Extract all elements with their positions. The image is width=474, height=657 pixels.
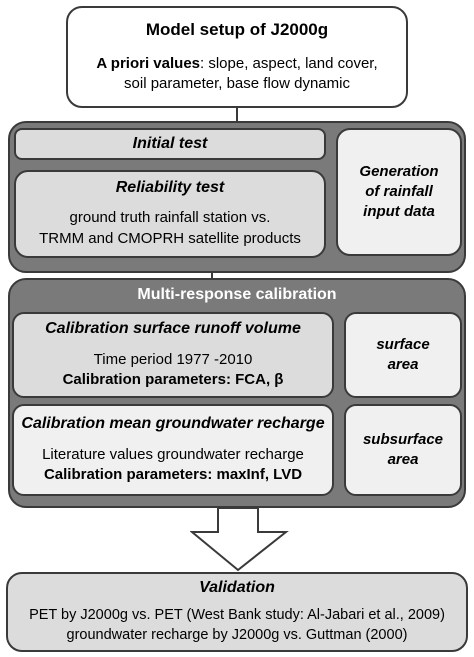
generation-line1: Generation (359, 163, 439, 180)
a-priori-label: A priori values (96, 55, 201, 72)
subsurface-area-line2: area (387, 451, 419, 468)
rainfall-generation-box: Generation of rainfall input data (336, 128, 462, 256)
recharge-calibration-box: Calibration mean groundwater recharge Li… (12, 404, 334, 496)
surface-area-line2: area (387, 356, 419, 373)
reliability-test-box: Reliability test ground truth rainfall s… (14, 170, 326, 258)
initial-test-label: Initial test (132, 135, 208, 152)
connector-top-to-input (236, 108, 238, 121)
reliability-test-title: Reliability test (115, 179, 225, 196)
validation-line1: PET by J2000g vs. PET (West Bank study: … (29, 607, 445, 623)
validation-box: Validation PET by J2000g vs. PET (West B… (6, 572, 468, 652)
initial-test-box: Initial test (14, 128, 326, 160)
recharge-literature: Literature values groundwater recharge (42, 446, 304, 463)
recharge-parameters: Calibration parameters: maxInf, LVD (43, 466, 303, 483)
reliability-line2: TRMM and CMOPRH satellite products (39, 230, 301, 247)
runoff-calibration-title: Calibration surface runoff volume (45, 320, 301, 337)
a-priori-line2: soil parameter, base flow dynamic (124, 75, 350, 92)
generation-line3: input data (363, 203, 435, 220)
subsurface-area-box: subsurface area (344, 404, 462, 496)
validation-title: Validation (199, 579, 275, 596)
generation-line2: of rainfall (365, 183, 433, 200)
a-priori-text: : slope, aspect, land cover, (200, 55, 378, 72)
a-priori-line1: A priori values: slope, aspect, land cov… (96, 54, 377, 74)
surface-area-line1: surface (376, 336, 430, 353)
model-setup-box: Model setup of J2000g A priori values: s… (66, 6, 408, 108)
runoff-time-period: Time period 1977 -2010 (93, 351, 253, 368)
surface-area-box: surface area (344, 312, 462, 398)
calibration-title: Multi-response calibration (137, 286, 337, 303)
runoff-parameters: Calibration parameters: FCA, β (62, 371, 284, 388)
reliability-line1: ground truth rainfall station vs. (69, 209, 271, 226)
down-arrow-icon (190, 508, 289, 572)
model-setup-title: Model setup of J2000g (145, 20, 329, 39)
subsurface-area-line1: subsurface (362, 431, 444, 448)
validation-line2: groundwater recharge by J2000g vs. Guttm… (66, 627, 408, 643)
recharge-calibration-title: Calibration mean groundwater recharge (21, 415, 325, 432)
runoff-calibration-box: Calibration surface runoff volume Time p… (12, 312, 334, 398)
